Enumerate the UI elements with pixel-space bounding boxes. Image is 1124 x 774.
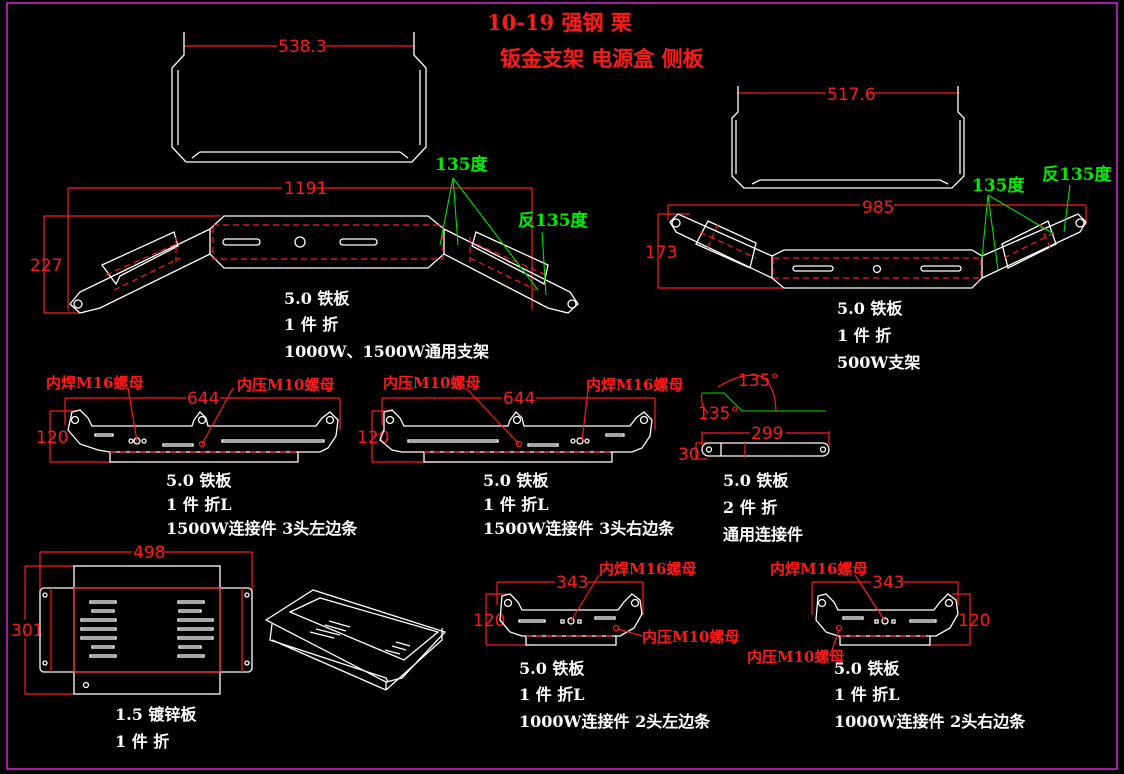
spec-line: 5.0 铁板 [483,471,549,490]
bracket-985: 985 173 [645,197,1087,289]
spec-line: 1000W连接件 2头右边条 [834,712,1026,731]
spec-connector-2-left: 5.0 铁板 1 件 折L 1000W连接件 2头左边条 [519,659,711,731]
note-weld-nut-m16: 内焊M16螺母 [770,560,867,578]
spec-line: 5.0 铁板 [166,471,232,490]
angle-top-135: 135° [738,371,779,391]
dim-height-301: 301 [11,621,43,641]
dim-height-173: 173 [645,243,677,263]
profile-view-517: 517.6 [731,85,965,189]
dim-height-120: 120 [473,611,505,631]
spec-line: 1500W连接件 3头右边条 [483,519,675,538]
spec-line: 1 件 折L [166,495,232,514]
spec-line: 5.0 铁板 [519,659,585,678]
drawing-frame [6,2,1118,770]
spec-line: 通用连接件 [723,525,803,544]
label-reverse-bend-135: 反135度 [1042,164,1112,185]
dim-height-227: 227 [30,256,62,276]
dim-height-120: 120 [36,428,68,448]
title-line-2: 钣金支架 电源盒 侧板 [500,46,705,71]
spec-line: 1000W、1500W通用支架 [284,342,489,361]
spec-line: 5.0 铁板 [834,659,900,678]
spec-power-box: 1.5 镀锌板 1 件 折 [115,705,197,751]
dim-profile-width: 517.6 [827,85,876,105]
spec-bracket-1191: 5.0 铁板 1 件 折 1000W、1500W通用支架 [284,289,489,361]
spec-line: 5.0 铁板 [284,289,350,308]
spec-line: 1 件 折L [483,495,549,514]
power-box-flat: 498 301 [10,543,253,695]
profile-view-538: 538.3 [171,32,427,163]
connector-2-right: 343 120 内焊M16螺母 内压M10螺母 [747,560,990,666]
note-press-nut-m10: 内压M10螺母 [237,376,334,394]
bend-callouts-985: 135度 反135度 [972,164,1112,271]
spec-line: 1 件 折L [519,685,585,704]
bracket-1191: 1191 227 [30,179,579,314]
spec-connector-3-right: 5.0 铁板 1 件 折L 1500W连接件 3头右边条 [483,471,675,538]
note-press-nut-m10: 内压M10螺母 [642,628,739,646]
power-box-isometric [264,589,447,691]
note-weld-nut-m16: 内焊M16螺母 [599,560,696,578]
spec-line: 1000W连接件 2头左边条 [519,712,711,731]
dim-profile-width: 538.3 [278,37,327,57]
dim-length-985: 985 [862,198,894,218]
title-line-1: 10-19 强钢 栗 [487,10,632,35]
spec-line: 5.0 铁板 [837,299,903,318]
spec-line: 1 件 折L [834,685,900,704]
dim-length-644: 644 [503,389,535,409]
spec-line: 1.5 镀锌板 [115,705,197,724]
dim-length-644: 644 [187,389,219,409]
spec-line: 1 件 折 [284,315,338,334]
label-bend-135: 135度 [972,175,1025,196]
spec-line: 1500W连接件 3头左边条 [166,519,358,538]
connector-3-left: 644 120 内焊M16螺母 内压M10螺母 [36,374,341,463]
connector-3-right: 644 120 内压M10螺母 内焊M16螺母 [357,374,683,463]
connector-2-left: 343 120 内焊M16螺母 内压M10螺母 [473,560,739,646]
dim-height-30: 30 [678,445,700,465]
dim-width-498: 498 [133,543,165,563]
spec-generic-connector: 5.0 铁板 2 件 折 通用连接件 [723,471,803,544]
note-press-nut-m10: 内压M10螺母 [747,648,844,666]
dim-height-120: 120 [958,611,990,631]
label-reverse-bend-135: 反135度 [518,210,588,231]
label-bend-135: 135度 [435,154,488,175]
dim-length-1191: 1191 [284,179,327,199]
angle-left-135: 135° [698,404,739,424]
spec-line: 2 件 折 [723,498,777,517]
note-press-nut-m10: 内压M10螺母 [383,374,480,392]
spec-line: 1 件 折 [115,732,169,751]
bend-callouts-1191: 135度 反135度 [435,154,588,296]
dim-length-299: 299 [751,424,783,444]
generic-connector: 135° 135° 299 30 [678,371,830,465]
spec-connector-3-left: 5.0 铁板 1 件 折L 1500W连接件 3头左边条 [166,471,358,538]
spec-line: 5.0 铁板 [723,471,789,490]
spec-line: 1 件 折 [837,326,891,345]
spec-connector-2-right: 5.0 铁板 1 件 折L 1000W连接件 2头右边条 [834,659,1026,731]
note-weld-nut-m16: 内焊M16螺母 [46,374,143,392]
spec-line: 500W支架 [837,353,920,372]
dim-height-120: 120 [357,428,389,448]
note-weld-nut-m16: 内焊M16螺母 [586,376,683,394]
spec-bracket-985: 5.0 铁板 1 件 折 500W支架 [837,299,920,372]
dim-length-343: 343 [872,573,904,593]
dim-length-343: 343 [556,573,588,593]
